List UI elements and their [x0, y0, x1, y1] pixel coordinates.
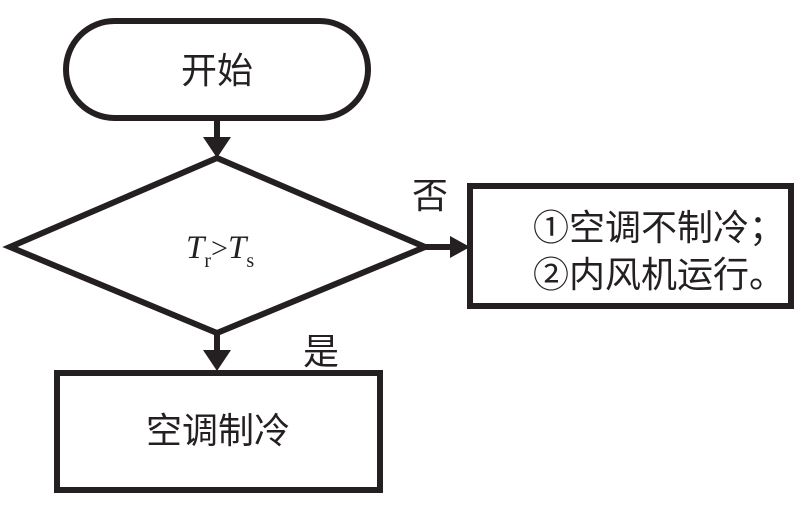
decision-condition: Tr>Ts [186, 230, 254, 272]
arrow-decision-to-nobox-head-icon [450, 236, 470, 258]
condition-sub-s: s [246, 250, 254, 272]
branch-yes-label: 是 [303, 332, 339, 372]
branch-no-label: 否 [412, 176, 448, 216]
arrow-start-to-decision-head-icon [203, 137, 231, 158]
yes-result-box [54, 370, 383, 493]
no-result-box [467, 183, 794, 309]
condition-operator: > [211, 232, 228, 265]
yes-result-label: 空调制冷 [146, 411, 290, 451]
start-node-label: 开始 [181, 51, 253, 91]
condition-sub-r: r [204, 250, 211, 272]
no-result-line1: ①空调不制冷； [533, 208, 785, 248]
no-result-line2: ②内风机运行。 [533, 255, 785, 295]
arrow-decision-to-yesbox-head-icon [203, 350, 231, 371]
condition-var-t2: T [228, 230, 249, 266]
condition-var-t1: T [186, 230, 207, 266]
